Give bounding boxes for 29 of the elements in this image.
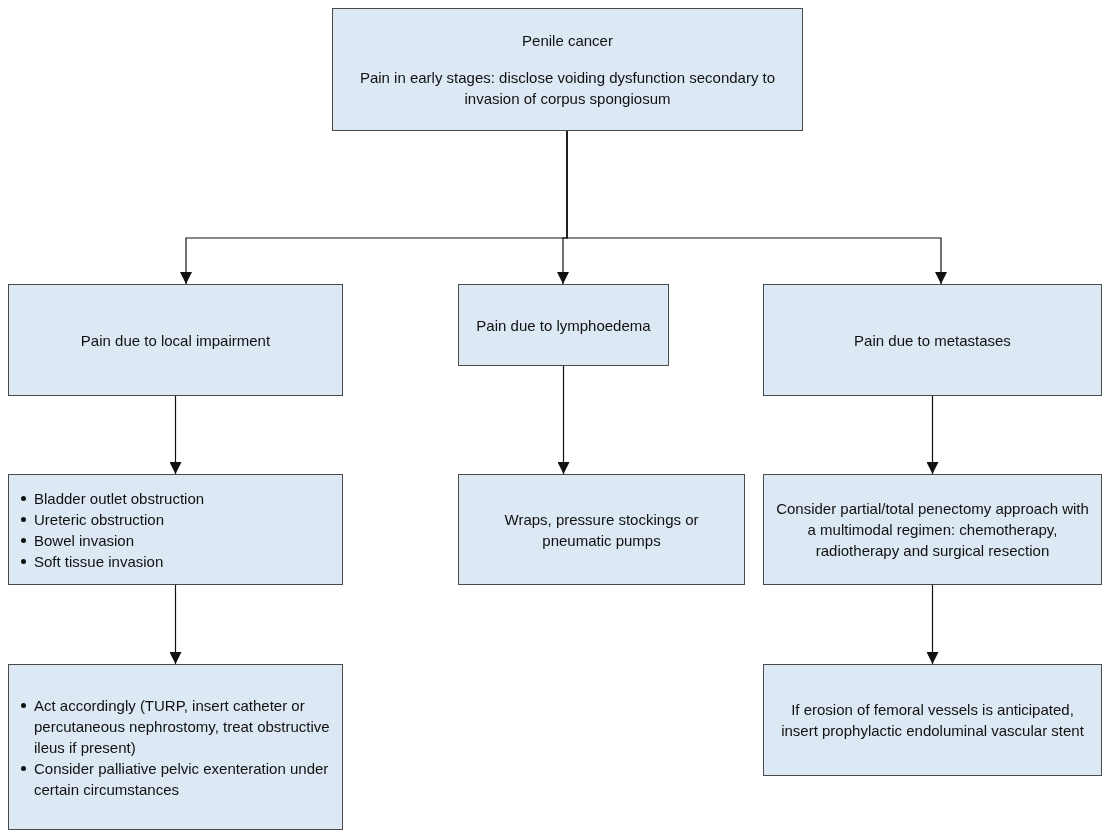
process-box <box>763 664 1102 776</box>
bullet-item: Consider palliative pelvic exenteration under certain circumstances <box>34 758 330 800</box>
box-text: If erosion of femoral vessels is anticipated, insert prophylactic endoluminal vascular stent <box>780 700 1085 741</box>
box-text: Pain due to metastases <box>854 330 1011 351</box>
process-box <box>332 8 803 131</box>
box-text: Pain due to lymphoedema <box>476 315 651 336</box>
arrow <box>566 130 947 285</box>
bullet-item: Bladder outlet obstruction <box>34 488 205 509</box>
box-text: Consider partial/total penectomy approach with a multimodal regimen: chemotherapy, radiotherapy and surgical resection <box>775 499 1090 561</box>
bullet-item: Soft tissue invasion <box>34 551 164 572</box>
box-text: Pain due to local impairment <box>80 330 271 351</box>
bullet-item: Act accordingly (TURP, insert catheter or percutaneous nephrostomy, treat obstructive ileus if present) <box>34 695 331 758</box>
process-box <box>458 474 745 585</box>
bullet-item: Ureteric obstruction <box>34 509 165 530</box>
process-box <box>763 474 1102 585</box>
box-text: Penile cancer <box>522 31 613 51</box>
box-text: Wraps, pressure stockings or pneumatic pumps <box>503 509 700 551</box>
arrow <box>557 365 570 475</box>
process-box <box>763 284 1102 396</box>
arrow <box>169 395 182 475</box>
process-box <box>458 284 669 366</box>
process-box <box>8 474 343 585</box>
arrow <box>926 584 939 665</box>
bullet-item: Bowel invasion <box>34 530 135 551</box>
arrow <box>926 395 939 475</box>
process-box <box>8 664 343 830</box>
process-box <box>8 284 343 396</box>
box-text: Pain in early stages: disclose voiding dysfunction secondary to invasion of corpus spongiosum <box>358 68 777 109</box>
arrow <box>169 584 182 665</box>
